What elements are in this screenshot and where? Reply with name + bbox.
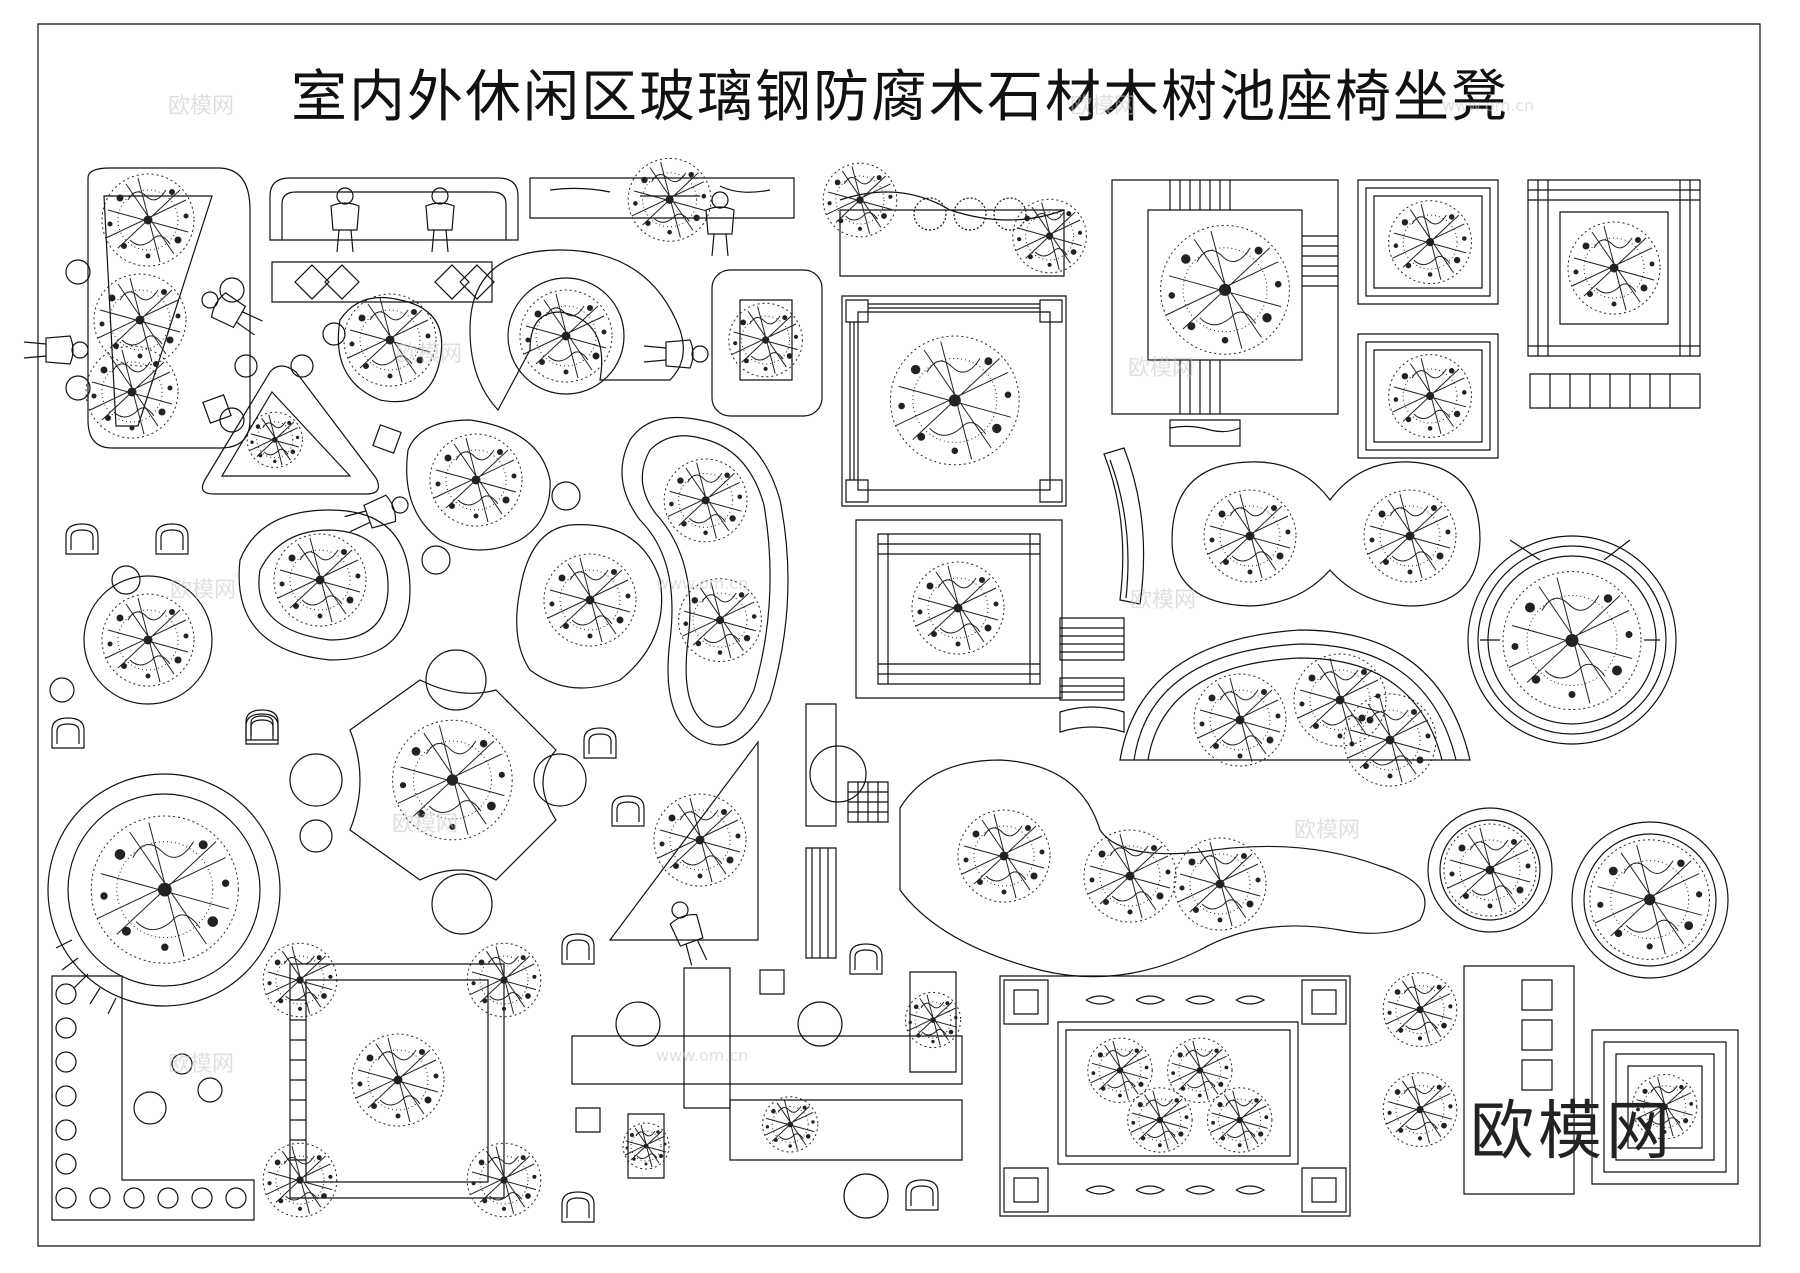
fan-planter — [1120, 630, 1470, 787]
curvy-long-planter — [900, 760, 1425, 977]
watermark-url: www.om.cn — [656, 1046, 749, 1065]
cross-table-set — [561, 933, 962, 1223]
round-tree-left — [50, 576, 279, 749]
rounded-planter-person — [643, 270, 822, 416]
linear-bench-tree — [530, 157, 794, 257]
bench-stack — [1060, 618, 1124, 732]
bean-planter — [341, 420, 580, 574]
horseshoe-planter — [470, 250, 683, 410]
watermark: 欧模网 — [170, 578, 237, 603]
tapered-planter — [23, 168, 267, 448]
bench-tree-row — [1382, 966, 1574, 1194]
stepped-square-bottom — [1592, 1030, 1738, 1184]
arc-bench — [1104, 420, 1240, 604]
figure-eight-planter — [1172, 462, 1480, 606]
table-bench-vertical — [806, 704, 888, 958]
stepped-planter-bottom — [1358, 334, 1498, 458]
l-shaped-planter — [52, 976, 254, 1220]
round-planter-pair — [1428, 808, 1728, 978]
hedge-planter — [822, 162, 1087, 276]
oval-planter — [239, 510, 410, 660]
kidney-planter-large — [517, 525, 662, 688]
watermark-url: www.om.cn — [1442, 96, 1535, 115]
four-tree-square — [262, 942, 542, 1218]
watermark: 欧模网 — [168, 94, 235, 119]
decked-square-planter — [842, 296, 1066, 506]
watermark: 欧模网 — [168, 1052, 235, 1077]
watermark: 欧模网 — [1294, 818, 1361, 843]
watermark-url: www.om.cn — [656, 574, 749, 593]
sheet-border — [38, 24, 1760, 1246]
blob-planter — [338, 293, 441, 402]
radial-planter-right — [1468, 536, 1676, 744]
triangle-planter — [202, 323, 401, 494]
logo-text: 欧模网 — [1470, 1095, 1674, 1169]
watermark: 欧模网 — [1070, 94, 1137, 119]
deck-edge-square — [1528, 180, 1700, 408]
watermark: 欧模网 — [392, 812, 459, 837]
cross-planter — [350, 680, 556, 880]
wood-deck-planter — [1112, 180, 1338, 414]
watermark: 欧模网 — [1130, 588, 1197, 613]
page-title: 室内外休闲区玻璃钢防腐木石材木树池座椅坐凳 — [291, 65, 1509, 130]
square-planter-grid — [856, 520, 1062, 698]
watermark: 欧模网 — [396, 342, 463, 367]
stepped-planter-top — [1358, 180, 1498, 304]
curved-bench — [270, 178, 518, 302]
watermark: 欧模网 — [1128, 356, 1195, 381]
rect-decorated-planter — [1000, 976, 1350, 1216]
long-kidney-planter — [622, 418, 788, 746]
round-planter-large — [48, 774, 280, 1014]
stool-cluster — [245, 650, 645, 934]
triangle-planter-person — [610, 742, 758, 969]
